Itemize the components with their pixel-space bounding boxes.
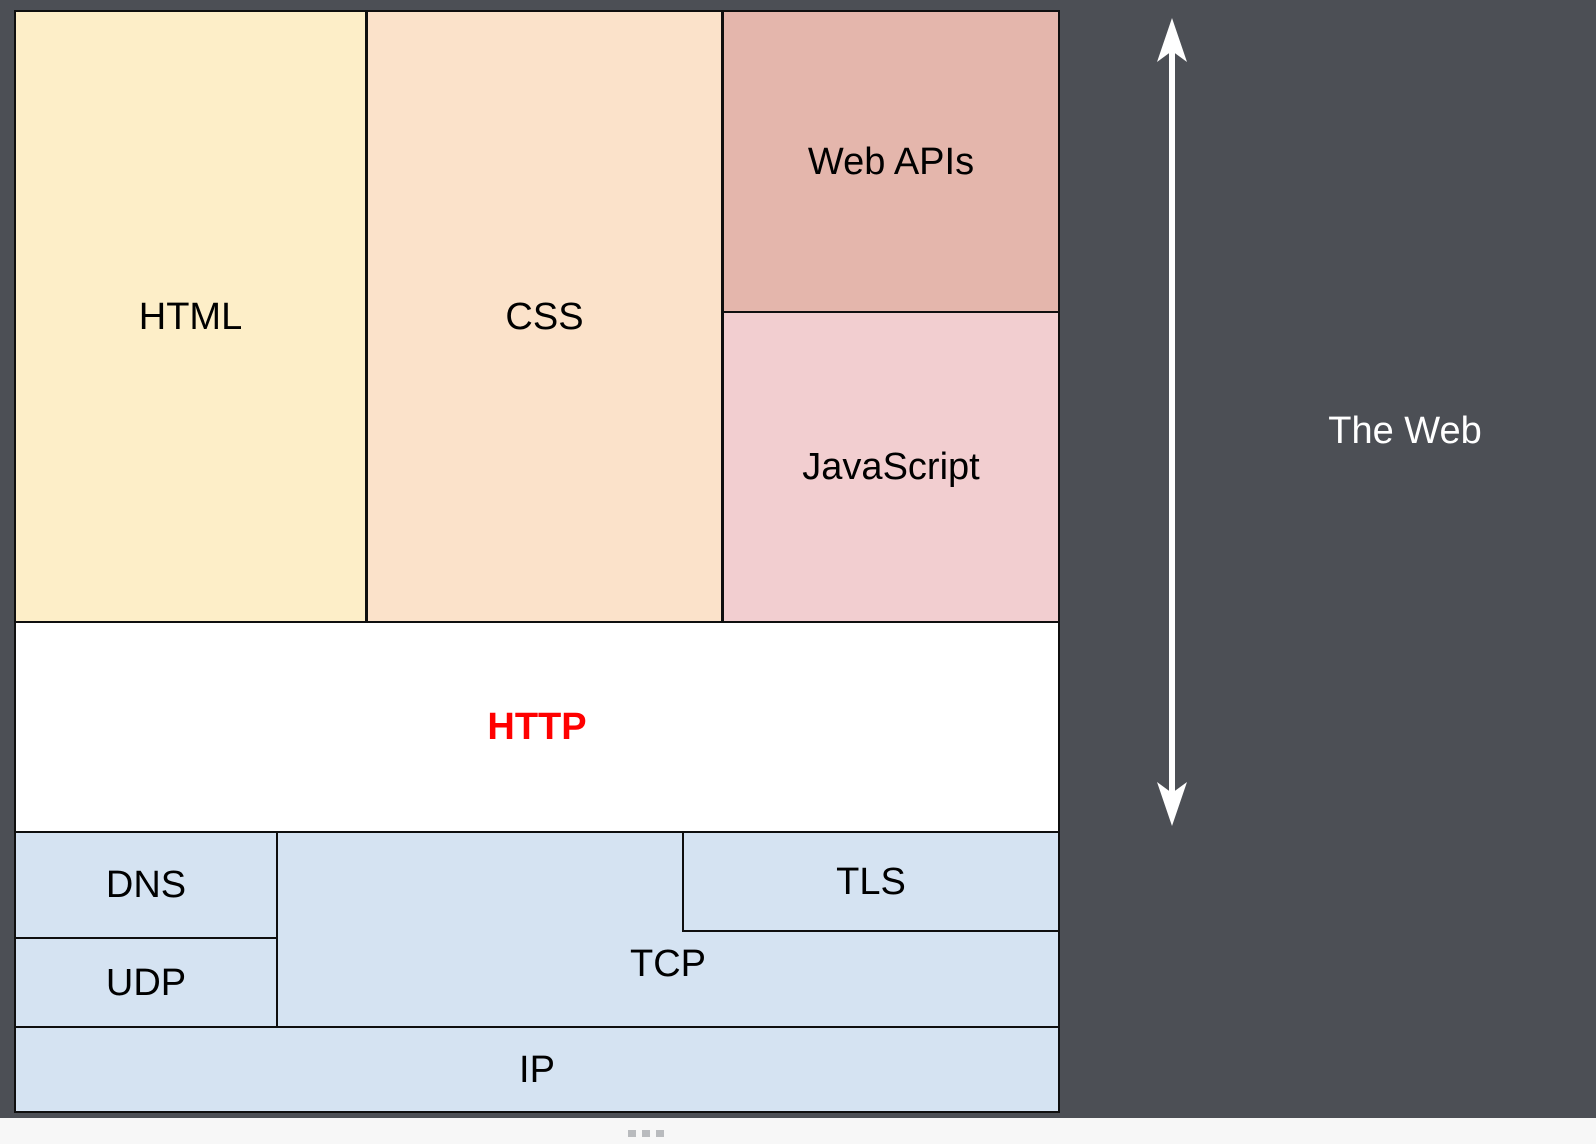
layer-label-html: HTML — [138, 295, 243, 338]
layer-label-dns: DNS — [105, 864, 187, 906]
layer-box-web-apis[interactable]: Web APIs — [722, 10, 1060, 313]
layer-box-javascript[interactable]: JavaScript — [722, 311, 1060, 623]
layer-box-http[interactable]: HTTP — [14, 621, 1060, 833]
layer-box-tls[interactable]: TLS — [682, 831, 1060, 932]
bottom-strip — [0, 1118, 1596, 1144]
layer-box-css[interactable]: CSS — [366, 10, 723, 623]
layer-box-ip[interactable]: IP — [14, 1026, 1060, 1113]
scope-arrow-label: The Web — [1328, 410, 1482, 452]
layer-label-css: CSS — [505, 295, 584, 338]
layer-box-dns[interactable]: DNS — [14, 831, 278, 939]
layer-label-udp: UDP — [105, 961, 187, 1004]
layer-label-ip: IP — [519, 1048, 555, 1091]
grip-dot — [642, 1130, 650, 1137]
layer-label-tls: TLS — [836, 860, 906, 903]
scope-arrow — [1150, 18, 1194, 826]
grip-dot — [628, 1130, 636, 1137]
layer-label-http: HTTP — [487, 706, 587, 748]
layer-box-udp[interactable]: UDP — [14, 937, 278, 1028]
layer-label-web-apis: Web APIs — [807, 140, 975, 183]
resize-grip-icon[interactable] — [628, 1130, 664, 1137]
layer-box-html[interactable]: HTML — [14, 10, 367, 623]
double-headed-vertical-arrow-icon — [1157, 18, 1187, 826]
grip-dot — [656, 1130, 664, 1137]
layer-label-tcp: TCP — [630, 943, 706, 985]
layer-label-javascript: JavaScript — [802, 446, 980, 488]
